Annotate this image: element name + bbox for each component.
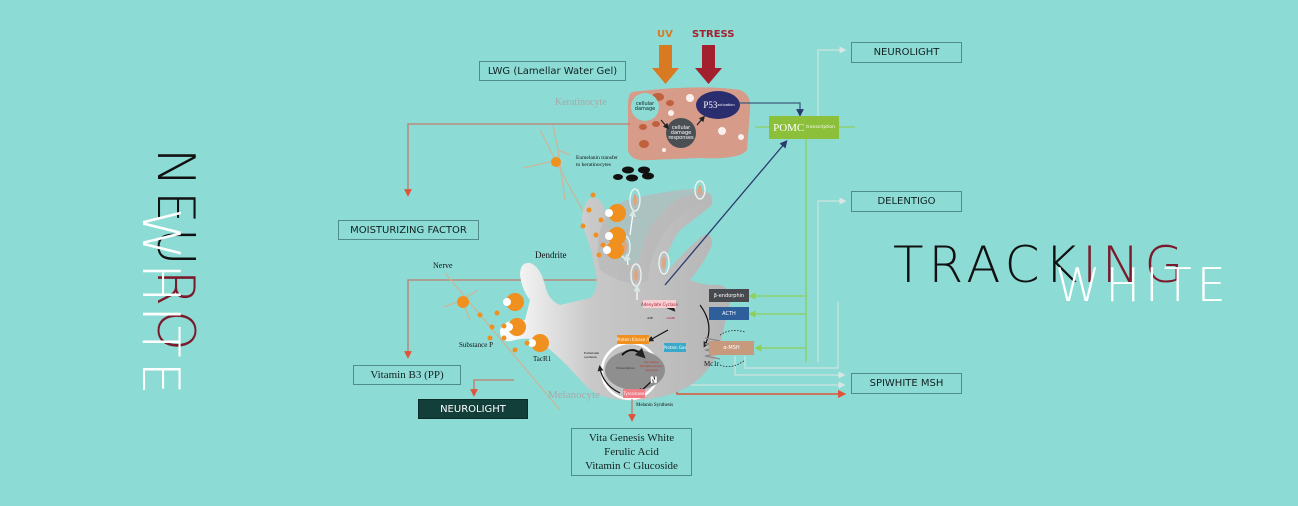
nucleus-red-line3: Synthesis <box>644 368 659 372</box>
nucleus <box>605 350 665 390</box>
pomc-sub-text: transcription <box>806 125 835 130</box>
product-2: Ferulic Acid <box>604 446 659 458</box>
melanin-products-box: Vita Genesis White Ferulic Acid Vitamin … <box>571 428 692 476</box>
beta-endorphin-box: β-endorphin <box>709 289 749 302</box>
right-title-part3: WHITE <box>1055 258 1231 312</box>
cellular-damage-node <box>631 93 659 121</box>
tyrosinase-box: Tyrosinase <box>623 389 645 398</box>
melanin-synthesis-label: Melanin Synthesis <box>636 403 674 408</box>
right-title-overlay: WHITE <box>1055 258 1231 312</box>
camp-label: cAMP <box>666 316 676 320</box>
alpha-msh-box: α-MSH <box>709 341 754 355</box>
p53-node <box>696 91 740 119</box>
cellular-damage-line1: cellular <box>635 101 655 107</box>
pomc-box <box>769 116 839 139</box>
eumelanin-transfer-line1: Eumelanin transfer <box>576 155 618 161</box>
pomc-text: POMC <box>773 121 805 134</box>
damage-responses-line1: cellular <box>671 124 691 131</box>
right-title: TRACKING <box>893 236 1188 294</box>
uv-arrow <box>652 45 679 84</box>
neurolight-top-box: NEUROLIGHT <box>851 42 962 63</box>
melanocyte-label: Melanocyte <box>548 389 600 401</box>
melanosomes <box>639 93 674 148</box>
mc1r-label: Mc1r <box>704 360 720 368</box>
vitamin-b3-box: Vitamin B3 (PP) <box>353 365 461 385</box>
eumelanin-transfer-line2: to keratinocytes <box>576 162 611 168</box>
eumelanin-dots <box>613 166 654 182</box>
product-3: Vitamin C Glucoside <box>585 460 678 472</box>
nucleus-n-label: N <box>650 376 658 386</box>
keratinocyte-label: Keratinocyte <box>555 97 607 108</box>
damage-responses-label: cellular damage responses <box>667 125 695 141</box>
stress-arrow <box>695 45 722 84</box>
nucleus-red-line2: Phosphorylation <box>640 364 663 368</box>
nucleus-text: Transcription <box>616 366 635 370</box>
nerve-label: Nerve <box>433 261 453 270</box>
dendrite-label: Dendrite <box>535 250 567 260</box>
tacr1-receptors <box>506 204 626 352</box>
nucleus-red-line1: Tyrosinase <box>643 360 660 364</box>
moisturizing-factor-box: MOISTURIZING FACTOR <box>338 220 479 240</box>
eumelanin-synthesis-line2: synthesis <box>584 355 597 359</box>
adenylate-cyclase-box: Adenylate Cyclase <box>641 300 678 308</box>
damage-responses-line3: responses <box>668 134 694 141</box>
acth-box: ACTH <box>709 307 749 320</box>
eumelanin-synthesis-line1: Eumelanin <box>584 351 600 355</box>
tacr1-label: TacR1 <box>533 355 552 363</box>
left-title-part3: WHITE <box>130 208 190 399</box>
p53-sub-text: activation <box>717 103 735 107</box>
right-title-part2: ING <box>1082 236 1189 294</box>
left-title-overlay: WHITE <box>130 208 190 398</box>
substance-p-label: Substance P <box>459 341 494 349</box>
eumelanin-transfer-label: Eumelanin transfer to keratinocytes <box>576 155 618 169</box>
nucleus-red-text: Tyrosinase Phosphorylation Synthesis <box>640 360 663 372</box>
protein-gas-box: Protein Gas <box>663 343 687 352</box>
spiwhite-msh-box: SPIWHITE MSH <box>851 373 962 394</box>
right-title-part1: TRACK <box>893 236 1083 294</box>
atp-label: ATP <box>647 316 654 320</box>
uv-label: UV <box>657 29 673 40</box>
damage-responses-node <box>666 118 696 148</box>
stress-label: STRESS <box>692 29 735 40</box>
cellular-damage-label: cellular damage <box>631 100 659 114</box>
delentigo-box: DELENTIGO <box>851 191 962 212</box>
substance-p-dots <box>477 192 606 353</box>
protein-kinase-box: Protein Kinase A <box>616 335 650 344</box>
p53-text: P53 <box>703 100 718 110</box>
product-1: Vita Genesis White <box>588 432 675 444</box>
lwg-box: LWG (Lamellar Water Gel) <box>479 61 626 81</box>
eumelanin-synthesis-label: Eumelanin synthesis <box>584 351 599 359</box>
damage-responses-line2: damage <box>670 129 692 136</box>
neurolight-bottom-box: NEUROLIGHT <box>418 399 528 419</box>
cellular-damage-line2: damage <box>634 106 656 112</box>
